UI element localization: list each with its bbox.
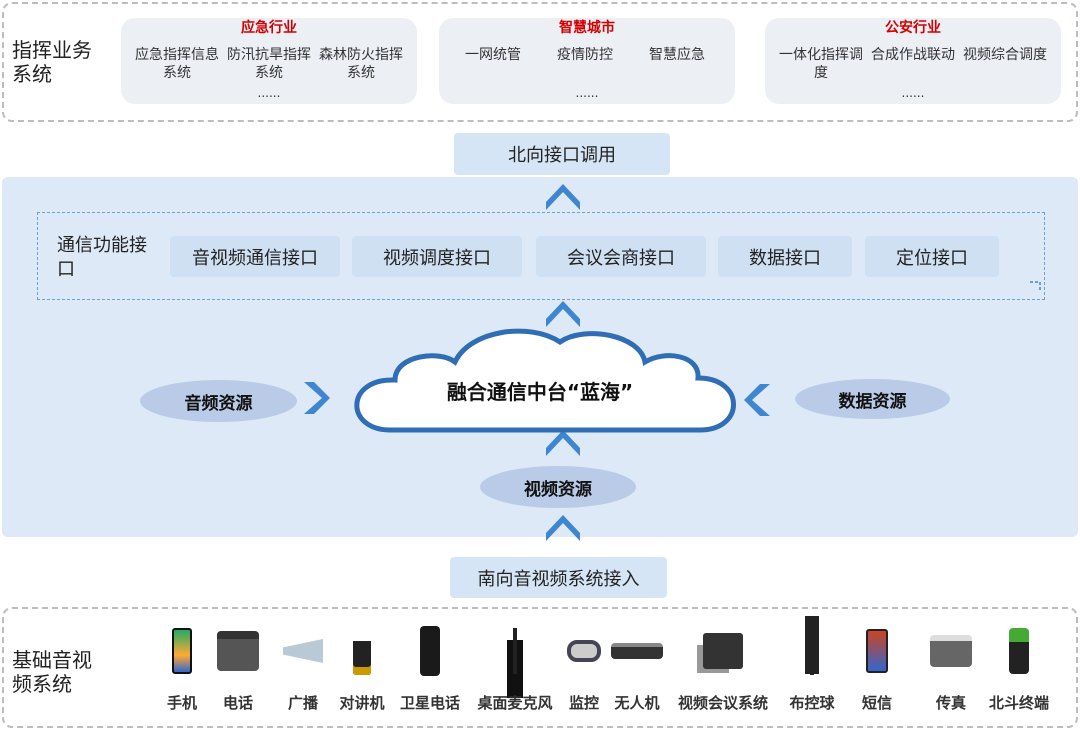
interface-conference: 会议会商接口 [536, 236, 706, 277]
group-public-security: 公安行业 一体化指挥调度 合成作战联动 视频综合调度 ...... [765, 18, 1061, 104]
group-item: 一体化指挥调度 [779, 47, 863, 81]
beidou-terminal-icon [974, 620, 1064, 682]
device-video-conference: 视频会议系统 [678, 620, 768, 713]
cloud-shape [354, 328, 736, 433]
interface-video-dispatch: 视频调度接口 [352, 236, 522, 277]
group-item: 智慧应急 [649, 47, 705, 63]
device-label: 无人机 [614, 694, 660, 712]
device-label: 对讲机 [339, 694, 385, 712]
group-item: 应急指挥信息系统 [135, 47, 219, 81]
chevron-up-icon [546, 515, 580, 541]
group-smart-city: 智慧城市 一网统管 疫情防控 智慧应急 ...... [439, 18, 735, 104]
broadcast-icon [258, 620, 348, 682]
walkie-talkie-icon [317, 620, 407, 682]
device-label: 北斗终端 [988, 694, 1049, 712]
camera-icon [539, 620, 629, 682]
device-beidou-terminal: 北斗终端 [974, 620, 1064, 713]
device-telephone: 电话 [193, 620, 283, 713]
interfaces-box [37, 212, 1045, 300]
basic-av-panel [2, 607, 1078, 728]
group-item: 视频综合调度 [963, 47, 1047, 63]
interface-data: 数据接口 [718, 236, 852, 277]
cloud-title: 融合通信中台“蓝海” [446, 380, 634, 404]
command-systems-label: 指挥业务系统 [12, 38, 92, 86]
fax-icon [906, 620, 996, 682]
device-label: 手机 [166, 694, 197, 712]
drone-icon [592, 620, 682, 682]
device-label: 电话 [222, 694, 253, 712]
device-sms: 短信 [832, 620, 922, 713]
chevron-left-icon [744, 384, 770, 416]
video-resource: 视频资源 [480, 466, 636, 508]
group-emergency: 应急行业 应急指挥信息系统 防汛抗旱指挥系统 森林防火指挥系统 ...... [121, 18, 417, 104]
group-title: 智慧城市 [559, 20, 615, 36]
device-camera: 监控 [539, 620, 629, 713]
device-desk-microphone: 桌面麦克风 [470, 620, 560, 713]
device-control-ball: 布控球 [767, 620, 857, 713]
group-item: 疫情防控 [557, 47, 613, 63]
phone-icon [137, 620, 227, 682]
device-broadcast: 广播 [258, 620, 348, 713]
satellite-phone-icon [385, 620, 475, 682]
southbound-access: 南向音视频系统接入 [450, 557, 667, 598]
telephone-icon [193, 620, 283, 682]
chevron-up-icon [546, 430, 580, 456]
device-label: 布控球 [789, 694, 835, 712]
chevron-right-icon [304, 382, 330, 414]
interfaces-label: 通信功能接口 [57, 235, 147, 280]
more-dots: ...... [575, 86, 599, 100]
group-item: 一网统管 [465, 47, 521, 63]
audio-resource: 音频资源 [140, 380, 297, 422]
video-conference-icon [678, 620, 768, 682]
group-title: 公安行业 [885, 20, 941, 36]
basic-av-label: 基础音视频系统 [12, 648, 92, 696]
northbound-interface: 北向接口调用 [454, 133, 670, 175]
desk-microphone-icon [470, 620, 560, 682]
device-phone: 手机 [137, 620, 227, 713]
device-label: 监控 [568, 694, 599, 712]
interface-av-communication: 音视频通信接口 [170, 236, 340, 277]
device-walkie-talkie: 对讲机 [317, 620, 407, 713]
device-label: 桌面麦克风 [477, 694, 553, 712]
data-resource: 数据资源 [795, 379, 950, 419]
device-label: 卫星电话 [399, 694, 460, 712]
command-systems-panel [2, 2, 1078, 122]
group-item: 合成作战联动 [871, 47, 955, 63]
device-fax: 传真 [906, 620, 996, 713]
more-dots: ...... [901, 86, 925, 100]
device-satellite-phone: 卫星电话 [385, 620, 475, 713]
group-item: 森林防火指挥系统 [319, 47, 403, 81]
device-drone: 无人机 [592, 620, 682, 713]
device-label: 短信 [861, 694, 892, 712]
device-label: 传真 [935, 694, 966, 712]
chevron-up-icon [546, 184, 580, 210]
device-label: 广播 [287, 694, 318, 712]
chevron-up-icon [546, 301, 580, 327]
more-dots: ...... [257, 86, 281, 100]
corner-arrow-icon [1030, 281, 1041, 290]
device-label: 视频会议系统 [678, 694, 769, 712]
interface-location: 定位接口 [865, 236, 999, 277]
group-item: 防汛抗旱指挥系统 [227, 47, 311, 81]
control-ball-icon [767, 620, 857, 682]
group-title: 应急行业 [241, 20, 297, 36]
sms-icon [832, 620, 922, 682]
